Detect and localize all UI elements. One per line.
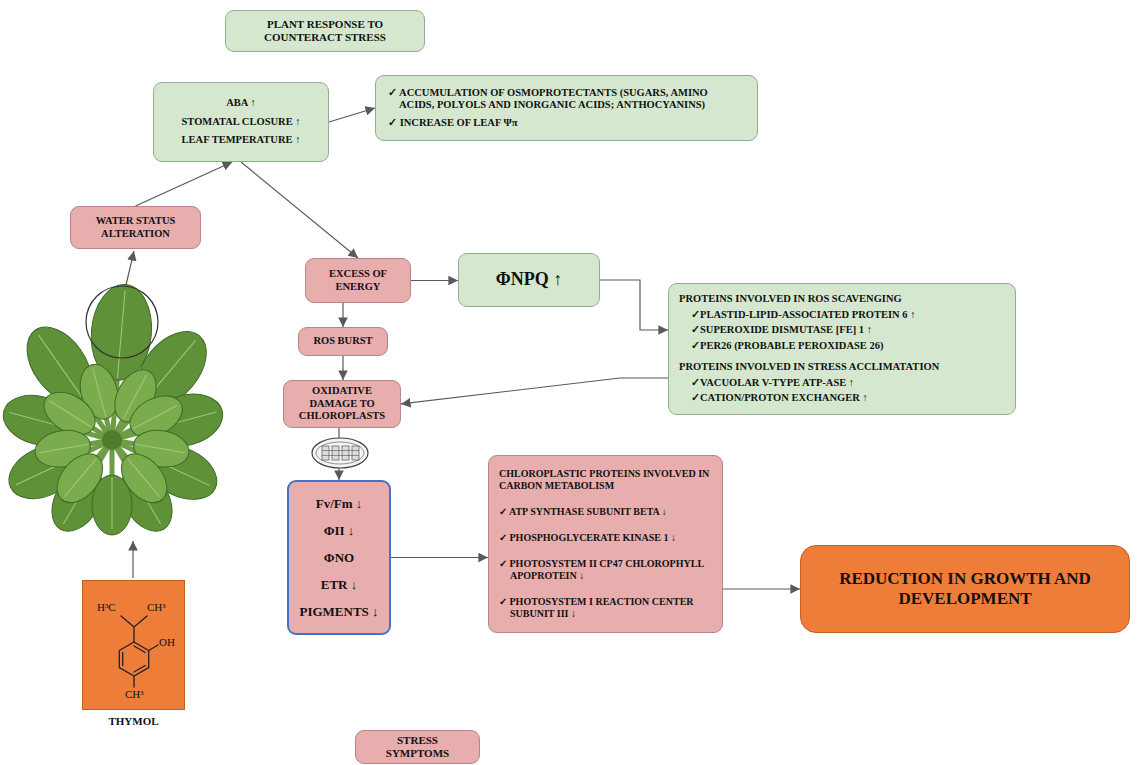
symptom-box: EXCESS OF ENERGY	[305, 258, 411, 303]
node-text: Fv/Fm ↓	[295, 496, 383, 512]
node-text: OXIDATIVE DAMAGE TO CHLOROPLASTS	[290, 385, 394, 423]
response-box: ΦNPQ ↑	[458, 253, 600, 307]
atom-label: CH³	[125, 688, 144, 701]
layout-arrow	[126, 251, 134, 285]
list-item: ✓ ATP SYNTHASE SUBUNIT BETA ↓	[499, 506, 712, 518]
node-text: REDUCTION IN GROWTH AND DEVELOPMENT	[836, 569, 1094, 610]
flow-arrow	[600, 280, 668, 330]
legend-label: PLANT RESPONSE TO COUNTERACT STRESS	[236, 18, 414, 44]
node-text: WATER STATUS ALTERATION	[79, 215, 192, 240]
flow-arrow	[401, 378, 668, 404]
list-item: ✓ ACCUMULATION OF OSMOPROTECTANTS (SUGAR…	[388, 87, 745, 112]
flow-arrow	[241, 162, 358, 258]
list-item: ✓SUPEROXIDE DISMUTASE [FE] 1 ↑	[691, 324, 1005, 337]
list-item: ✓ PHOTOSYSTEM II CP47 CHLOROPHYLL APOPRO…	[499, 558, 712, 582]
node-text: ETR ↓	[295, 577, 383, 593]
compound-box: H³CCH³OHCH³THYMOL	[82, 580, 185, 710]
list-item: ✓CATION/PROTON EXCHANGER ↑	[691, 392, 1005, 405]
protein-list-box: PROTEINS INVOLVED IN ROS SCAVENGING ✓PLAS…	[668, 283, 1016, 415]
legend-swatch: STRESS SYMPTOMS	[355, 730, 480, 764]
highlight-circle	[86, 286, 158, 358]
atom-label: CH³	[147, 601, 166, 614]
section-heading: PROTEINS INVOLVED IN STRESS ACCLIMATATIO…	[679, 361, 1005, 374]
section-heading: CHLOROPLASTIC PROTEINS INVOLVED IN CARBO…	[499, 468, 712, 492]
node-text: ABA ↑	[162, 97, 320, 110]
node-text: EXCESS OF ENERGY	[314, 268, 402, 293]
list-item: ✓PER26 (PROBABLE PEROXIDASE 26)	[691, 340, 1005, 353]
outcome-box: REDUCTION IN GROWTH AND DEVELOPMENT	[800, 545, 1130, 633]
node-text: STOMATAL CLOSURE ↑	[162, 116, 320, 129]
legend-swatch: PLANT RESPONSE TO COUNTERACT STRESS	[225, 10, 425, 52]
flow-arrow	[411, 280, 458, 281]
flow-arrow	[342, 356, 343, 380]
list-item: ✓ PHOTOSYSTEM I REACTION CENTER SUBUNIT …	[499, 596, 712, 620]
node-text: ΦNO	[295, 550, 383, 566]
list-item: ✓ INCREASE OF LEAF Ψπ	[388, 117, 745, 130]
node-text: PIGMENTS ↓	[295, 604, 383, 620]
section-heading: PROTEINS INVOLVED IN ROS SCAVENGING	[679, 293, 1005, 306]
flow-arrow	[391, 557, 488, 558]
node-text: LEAF TEMPERATURE ↑	[162, 134, 320, 147]
flow-arrow	[342, 303, 343, 327]
response-box: ✓ ACCUMULATION OF OSMOPROTECTANTS (SUGAR…	[375, 75, 758, 141]
atom-label: H³C	[97, 601, 116, 614]
layout-arrow	[132, 541, 133, 578]
chloroplast-icon	[312, 438, 368, 468]
compound-name: THYMOL	[83, 715, 184, 728]
node-text: ROS BURST	[305, 335, 381, 348]
list-item: ✓PLASTID-LIPID-ASSOCIATED PROTEIN 6 ↑	[691, 309, 1005, 322]
parameter-box: Fv/Fm ↓ ΦII ↓ ΦNO ETR ↓ PIGMENTS ↓	[287, 480, 391, 635]
symptom-box: ROS BURST	[298, 327, 388, 356]
flow-arrow	[723, 588, 800, 589]
symptom-box: OXIDATIVE DAMAGE TO CHLOROPLASTS	[283, 380, 401, 428]
legend-label: STRESS SYMPTOMS	[364, 734, 471, 760]
flow-arrow	[136, 162, 233, 206]
plant-rosette	[0, 282, 229, 540]
protein-list-box: CHLOROPLASTIC PROTEINS INVOLVED IN CARBO…	[488, 455, 723, 633]
atom-label: OH	[159, 636, 175, 649]
node-text: ΦNPQ ↑	[467, 269, 591, 291]
list-item: ✓ PHOSPHOGLYCERATE KINASE 1 ↓	[499, 532, 712, 544]
symptom-box: WATER STATUS ALTERATION	[70, 206, 201, 249]
response-box: ABA ↑ STOMATAL CLOSURE ↑ LEAF TEMPERATURE …	[153, 82, 329, 162]
list-item: ✓VACUOLAR V-TYPE ATP-ASE ↑	[691, 377, 1005, 390]
flow-arrow	[329, 108, 375, 122]
node-text: ΦII ↓	[295, 523, 383, 539]
